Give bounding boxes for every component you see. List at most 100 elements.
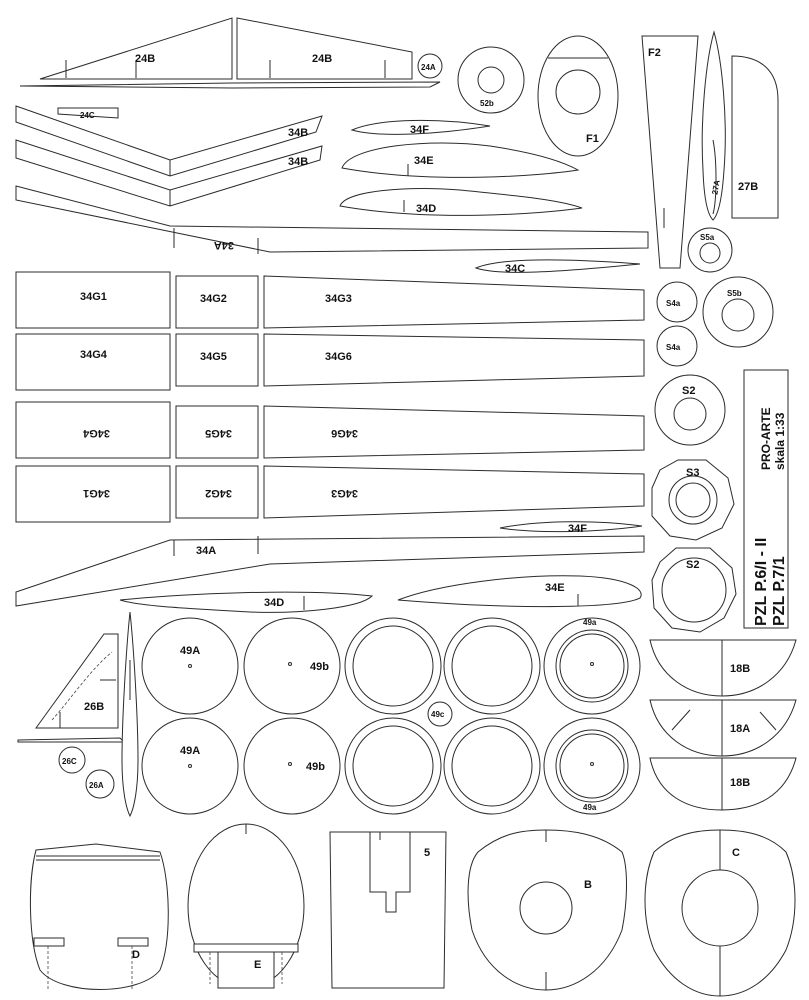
part-label: 24B [312, 53, 332, 65]
part-18b-1: 18B [650, 640, 796, 696]
part-26c: 26C [18, 738, 124, 773]
part-label: F1 [586, 133, 599, 145]
part-label: 34G4 [80, 349, 108, 361]
part-49-ring-2 [444, 618, 540, 714]
part-label: 49a [583, 803, 597, 812]
part-49a-ring-1: 49a [544, 618, 640, 714]
part-label: 34A [196, 545, 216, 557]
brand-scale: skala 1:33 [773, 412, 787, 470]
part-18b-2: 18B [650, 758, 796, 810]
panel-row-4-mirrored: 34G1 34G2 34G3 [16, 466, 644, 522]
part-label: 49b [310, 661, 329, 673]
part-34a-top: 34A [16, 186, 648, 254]
part-c: C [645, 830, 795, 996]
part-label: 34C [505, 263, 525, 275]
part-label: B [584, 879, 592, 891]
part-52b: 52b [458, 47, 524, 113]
brand-maker: PRO-ARTE [759, 407, 773, 470]
part-f2: F2 [642, 36, 698, 268]
part-34d-mid: 34D [120, 592, 372, 612]
part-34c: 34C [476, 260, 640, 275]
part-label: 34G6 [331, 427, 358, 439]
part-d: D [30, 844, 168, 990]
part-label: 24A [421, 63, 436, 72]
part-49-ring-4 [444, 718, 540, 814]
part-label: S3 [686, 467, 699, 479]
part-label: 34G5 [205, 427, 232, 439]
part-label: F2 [648, 47, 661, 59]
part-label: 34E [414, 155, 434, 167]
part-label: 49c [431, 710, 445, 719]
part-label: 34G6 [325, 351, 352, 363]
part-label: 49A [180, 745, 200, 757]
part-label: 27B [738, 181, 758, 193]
part-label: S2 [682, 385, 695, 397]
part-f1: F1 [538, 36, 618, 156]
part-24b-left: 24B [40, 18, 232, 79]
part-label: 34G5 [200, 351, 227, 363]
part-label: 34E [545, 582, 565, 594]
part-s2-bottom: S2 [652, 548, 736, 632]
part-label: 34G2 [200, 293, 227, 305]
part-s5a: S5a [688, 228, 732, 272]
part-label: 49A [180, 645, 200, 657]
part-label: D [132, 949, 140, 961]
part-34b-1: 34B [16, 106, 322, 176]
part-49a-1: 49A [142, 618, 238, 714]
part-label: 34D [264, 597, 284, 609]
part-5: 5 [330, 832, 446, 988]
part-24c: 24C [58, 108, 118, 120]
part-49c: 49c [428, 702, 452, 726]
part-49a-ring-2: 49a [544, 718, 640, 814]
part-s3: S3 [652, 460, 734, 540]
part-34e-mid: 34E [398, 576, 641, 607]
part-34d-top: 34D [340, 189, 582, 216]
part-label: 26C [62, 757, 77, 766]
part-label: 34G3 [331, 487, 358, 499]
brand-model-2: PZL P.7/1 [771, 556, 788, 626]
part-label: S4a [666, 343, 681, 352]
part-49-ring-3 [345, 718, 441, 814]
part-e: E [188, 824, 304, 988]
part-label: S4a [666, 299, 681, 308]
brand-model-1: PZL P.6/I - II [753, 538, 770, 626]
part-49a-2: 49A [142, 718, 238, 814]
part-26a: 26A [86, 612, 138, 816]
part-24a: 24A [20, 54, 442, 88]
part-label: C [732, 847, 740, 859]
part-label: S5b [727, 289, 742, 298]
part-label: 34B [288, 127, 308, 139]
part-s5b: S5b [703, 277, 773, 347]
part-label: 5 [424, 847, 430, 859]
part-49b-2: 49b [244, 718, 340, 814]
part-18a: 18A [650, 700, 796, 756]
part-label: 34G1 [83, 487, 110, 499]
part-label: 24C [80, 111, 95, 120]
part-label: 34A [214, 239, 234, 251]
part-label: 34G4 [82, 427, 110, 439]
part-label: S5a [700, 233, 715, 242]
part-34b-2: 34B [16, 140, 322, 206]
part-label: 24B [135, 53, 155, 65]
part-label: 34G3 [325, 293, 352, 305]
part-s4a-1: S4a [657, 282, 697, 322]
part-26b: 26B [36, 634, 118, 728]
part-24b-right: 24B [237, 18, 412, 79]
panel-row-3-mirrored: 34G4 34G5 34G6 [16, 402, 644, 458]
part-49-ring-1 [345, 618, 441, 714]
part-label: 18B [730, 777, 750, 789]
part-label: S2 [686, 559, 699, 571]
part-34e-top: 34E [342, 143, 578, 177]
part-label: 49a [583, 618, 597, 627]
part-label: E [254, 959, 261, 971]
part-34f-top: 34F [352, 120, 490, 136]
part-s2-top: S2 [655, 375, 725, 445]
part-49b-1: 49b [244, 618, 340, 714]
part-label: 18B [730, 663, 750, 675]
part-label: 49b [306, 761, 325, 773]
part-label: 26B [84, 701, 104, 713]
part-b: B [468, 830, 626, 990]
part-27a: 27A [702, 32, 725, 220]
part-27b: 27B [732, 56, 778, 218]
